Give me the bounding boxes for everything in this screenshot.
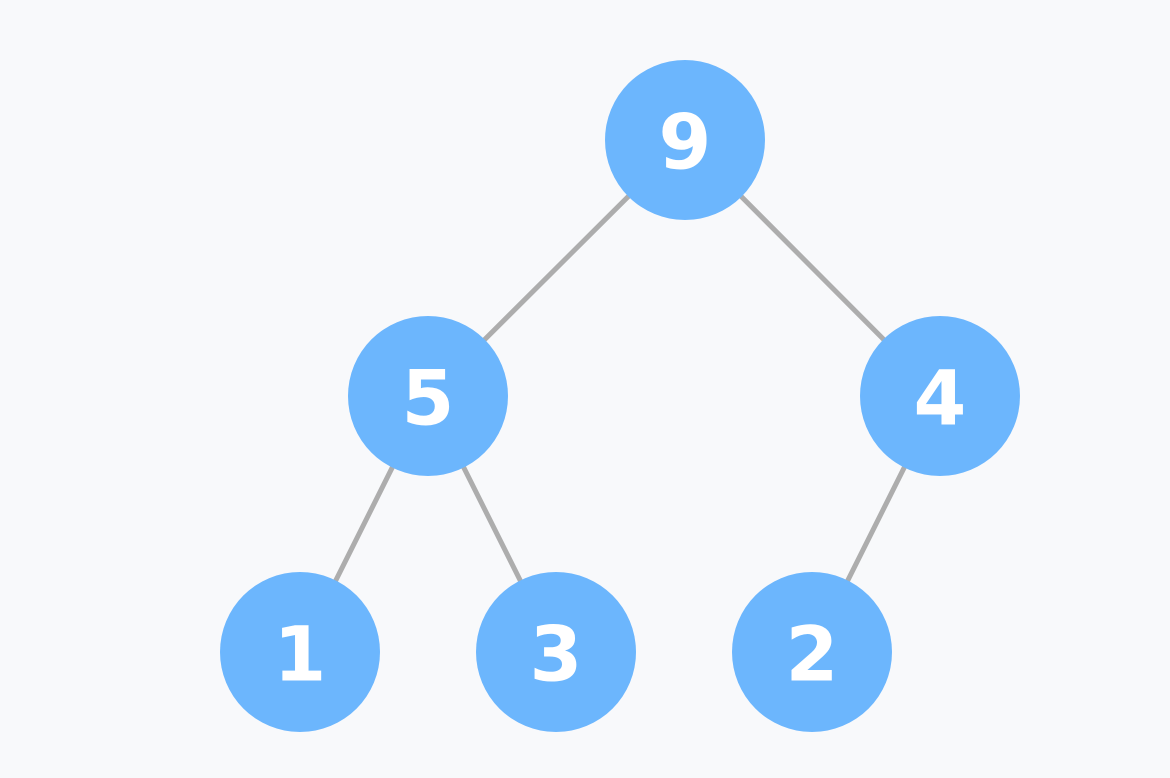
- node-circle: [860, 316, 1020, 476]
- node-circle: [476, 572, 636, 732]
- tree-node-5: 5: [348, 316, 508, 476]
- tree-node-4: 4: [860, 316, 1020, 476]
- node-circle: [732, 572, 892, 732]
- node-value: 3: [530, 610, 583, 699]
- tree-nodes: 9 5 4 1 3 2: [220, 60, 1020, 732]
- node-value: 4: [914, 354, 967, 443]
- node-value: 2: [786, 610, 839, 699]
- node-value: 1: [274, 610, 327, 699]
- tree-node-9: 9: [605, 60, 765, 220]
- node-circle: [220, 572, 380, 732]
- node-value: 9: [659, 98, 712, 187]
- tree-node-1: 1: [220, 572, 380, 732]
- node-value: 5: [402, 354, 455, 443]
- node-circle: [605, 60, 765, 220]
- tree-node-3: 3: [476, 572, 636, 732]
- node-circle: [348, 316, 508, 476]
- tree-node-2: 2: [732, 572, 892, 732]
